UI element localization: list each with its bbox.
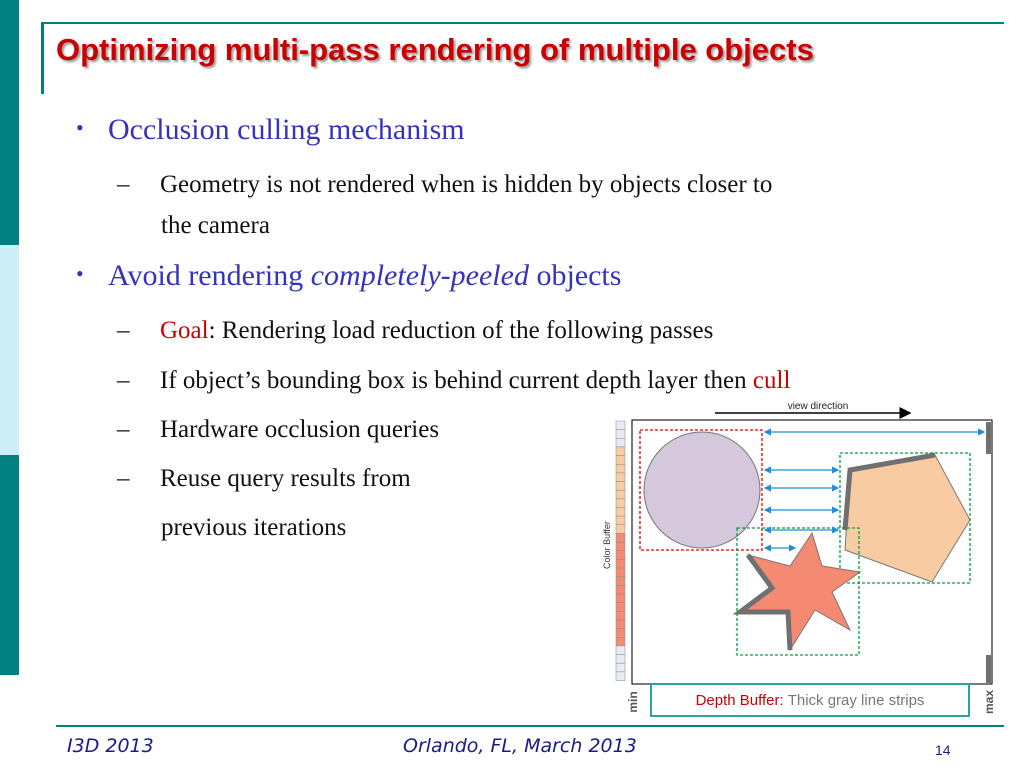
side-bar-top xyxy=(0,0,19,245)
page-number: 14 xyxy=(935,742,951,758)
color-buffer-cell xyxy=(615,498,626,508)
depth-buffer-legend: Depth Buffer:Thick gray line strips xyxy=(650,683,970,717)
color-buffer-cell xyxy=(615,464,626,474)
dash-marker: – xyxy=(117,416,130,443)
bullet-avoid-rendering: • Avoid rendering completely-peeled objec… xyxy=(76,259,621,293)
color-buffer-cell xyxy=(615,472,626,482)
sub-bullet-text: Geometry is not rendered when is hidden … xyxy=(160,171,773,198)
pentagon-object xyxy=(844,454,971,583)
color-buffer-cell xyxy=(615,481,626,491)
color-buffer-cell xyxy=(615,628,626,638)
view-direction-label: view direction xyxy=(788,401,849,412)
color-buffer-cell xyxy=(615,576,626,586)
title-frame-horizontal xyxy=(41,22,1004,24)
dash-marker: – xyxy=(117,171,130,198)
color-buffer-cell xyxy=(615,515,626,526)
footer-divider xyxy=(56,725,1004,727)
bullet-text: Occlusion culling mechanism xyxy=(108,113,465,146)
circle-bounding-box xyxy=(639,429,763,551)
occlusion-queries-text: Hardware occlusion queries xyxy=(160,416,440,443)
color-buffer-cell xyxy=(615,585,626,595)
color-buffer-cell xyxy=(615,420,626,430)
color-buffer-cell xyxy=(615,533,626,543)
dash-marker: – xyxy=(117,367,130,394)
min-label: min xyxy=(626,691,640,712)
sub-bullet-goal: – Goal: Rendering load reduction of the f… xyxy=(117,312,713,350)
reuse-queries-text: Reuse query results from xyxy=(160,465,411,492)
max-label: max xyxy=(982,690,996,714)
side-bar-middle xyxy=(0,245,19,455)
sub-bullet-reuse-queries: – Reuse query results from xyxy=(117,460,411,498)
color-buffer-cell xyxy=(615,438,626,448)
color-buffer-column xyxy=(615,420,626,681)
legend-value: Thick gray line strips xyxy=(787,691,925,709)
legend-key: Depth Buffer xyxy=(695,691,780,709)
dash-marker: – xyxy=(117,317,130,344)
pentagon-depth-strip xyxy=(842,452,936,531)
color-buffer-cell xyxy=(615,602,626,612)
depth-peeling-diagram: Color Buffer view direction min max xyxy=(602,401,996,714)
bounding-box-text: If object’s bounding box is behind curre… xyxy=(160,367,753,394)
color-buffer-cell xyxy=(615,662,626,673)
color-buffer-cell xyxy=(615,637,626,647)
footer-location: Orlando, FL, March 2013 xyxy=(403,735,637,757)
cull-highlight: cull xyxy=(752,367,791,394)
color-buffer-cell xyxy=(615,455,626,465)
bullet-text-end: objects xyxy=(528,259,622,292)
legend-separator: : xyxy=(779,691,784,709)
color-buffer-cell xyxy=(615,524,626,534)
footer-conference: I3D 2013 xyxy=(67,735,154,757)
sub-bullet-geometry-continuation: the camera xyxy=(161,212,270,239)
circle-object xyxy=(643,431,761,549)
color-buffer-cell xyxy=(615,541,626,552)
depth-strip-segment xyxy=(986,655,991,683)
bullet-marker: • xyxy=(76,261,84,286)
color-buffer-cell xyxy=(615,429,626,439)
goal-highlight: Goal xyxy=(160,317,209,344)
color-buffer-cell xyxy=(615,645,626,655)
dash-marker: – xyxy=(117,465,130,492)
pentagon-bounding-box xyxy=(839,452,971,584)
bullet-occlusion-culling: • Occlusion culling mechanism xyxy=(76,113,465,147)
color-buffer-cell xyxy=(615,446,626,456)
color-buffer-cell xyxy=(615,611,626,621)
side-bar-bottom xyxy=(0,455,19,675)
bullet-marker: • xyxy=(76,115,84,140)
bullet-text-italic: completely-peeled xyxy=(310,259,529,292)
goal-text: : Rendering load reduction of the follow… xyxy=(208,317,714,344)
star-depth-strip xyxy=(732,553,793,651)
color-buffer-cell xyxy=(615,550,626,560)
color-buffer-label: Color Buffer xyxy=(602,521,612,569)
color-buffer-cell xyxy=(615,593,626,603)
sub-bullet-bounding-box: – If object’s bounding box is behind curr… xyxy=(117,362,790,400)
color-buffer-cell xyxy=(615,507,626,517)
color-buffer-cell xyxy=(615,671,626,681)
sub-bullet-geometry: – Geometry is not rendered when is hidden… xyxy=(117,166,772,204)
color-buffer-cell xyxy=(615,559,626,569)
bullet-text-start: Avoid rendering xyxy=(108,259,311,292)
title-frame-vertical xyxy=(41,22,44,94)
depth-strip-segment xyxy=(986,422,991,454)
color-buffer-cell xyxy=(615,567,626,577)
slide-title: Optimizing multi-pass rendering of multi… xyxy=(56,32,814,67)
color-buffer-cell xyxy=(615,654,626,664)
color-buffer-cell xyxy=(615,489,626,500)
sub-bullet-reuse-continuation: previous iterations xyxy=(161,514,347,541)
sub-bullet-occlusion-queries: – Hardware occlusion queries xyxy=(117,411,439,449)
color-buffer-cell xyxy=(615,619,626,629)
